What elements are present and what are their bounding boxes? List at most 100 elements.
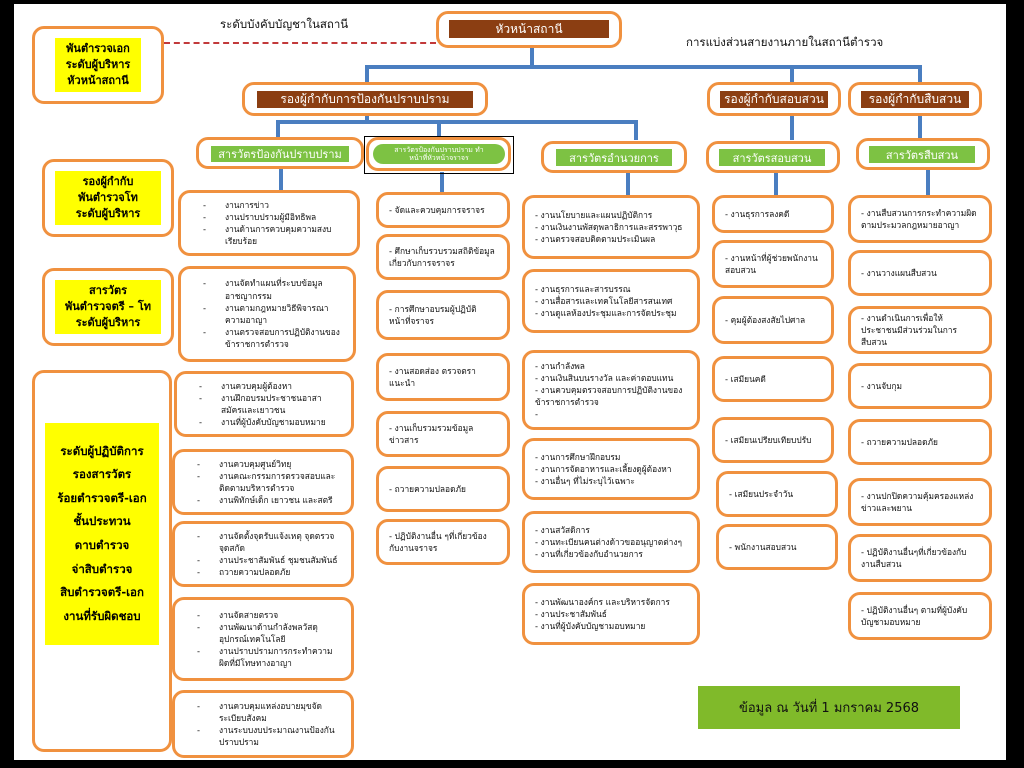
date-note: ข้อมูล ณ วันที่ 1 มกราคม 2568 [738,701,920,716]
task-item: งานตรวจสอบการปฏิบัติงานของข้าราชการตำรวจ [191,326,343,350]
task-item: - งานอื่นๆ ที่ไม่ระบุไว้เฉพาะ [535,476,635,487]
task-item: งานพิทักษ์เด็ก เยาวชน และสตรี [185,494,341,506]
task-box: - เสมียนคดี [712,356,834,402]
task-item: - จัดและควบคุมการจราจร [389,204,485,215]
connector [279,168,283,192]
task-item: - งานเงินงานพัสดุพลาธิการและสรรพาวุธ [535,221,683,232]
task-box: - เสมียนเปรียบเทียบปรับ [712,417,834,463]
task-item: - งานควบคุมตรวจสอบการปฏิบัติงานของข้าราช… [535,384,683,408]
task-item: - ปฏิบัติงานอื่นๆที่เกี่ยวข้องกับงานสืบส… [861,546,967,569]
task-item: - งานการจัดอาหารและเลี้ยงดูผู้ต้องหา [535,463,672,474]
task-box: - จัดและควบคุมการจราจร [376,192,510,228]
task-item: - คุมผู้ต้องสงสัยไปศาล [725,314,806,325]
task-box: - การศึกษาอบรมผู้ปฏิบัติหน้าที่จราจร [376,290,510,340]
task-box: งานจัดตั้งจุดรับแจ้งเหตุ จุดตรวจ จุดสกัด… [172,521,354,587]
legend-operator: ระดับผู้ปฏิบัติการ รองสารวัตร ร้อยตำรวจต… [45,423,159,645]
task-box: - คุมผู้ต้องสงสัยไปศาล [712,296,834,344]
connector [926,168,930,196]
task-box: - งานสืบสวนการกระทำความผิดตามประมวลกฎหมา… [848,195,992,243]
inspector-traffic: สารวัตรป้องกันปราบปราม ทำหน้าที่หัวหน้าจ… [373,144,505,164]
task-item: งานพัฒนาด้านกำลังพลวัสดุอุปกรณ์เทคโนโลยี [185,621,341,645]
task-item: - งานวางแผนสืบสวน [861,267,937,278]
task-item: - งานเก็บรวมรวมข้อมูลข่าวสาร [389,422,474,445]
task-box: - งานจับกุม [848,363,992,409]
legend-box-inspector: สารวัตร พันตำรวจตรี – โท ระดับผู้บริหาร [42,268,174,346]
task-item: - ปฏิบัติงานอื่นๆ ตามที่ผู้บังคับบัญชามอ… [861,604,968,627]
inspector-inquiry: สารวัตรสอบสวน [719,149,825,166]
task-item: - งานธุรการและสารบรรณ [535,283,631,294]
deputy-investigation: รองผู้กำกับสืบสวน [861,91,969,108]
legend-deputy: รองผู้กำกับ พันตำรวจโท ระดับผู้บริหาร [55,171,161,225]
inspector-frame-traffic [364,136,514,174]
division-label: การแบ่งส่วนสายงานภายในสถานีตำรวจ [686,35,884,49]
inspector-box-traffic: สารวัตรป้องกันปราบปราม ทำหน้าที่หัวหน้าจ… [366,137,511,171]
task-box: - ปฏิบัติงานอื่นๆ ตามที่ผู้บังคับบัญชามอ… [848,592,992,640]
connector [365,65,369,87]
inspector-box-admin: สารวัตรอำนวยการ [541,141,687,173]
task-box: - งานการศึกษาฝึกอบรม - งานการจัดอาหารและ… [522,438,700,500]
command-dashed-line [164,42,436,44]
task-item: งานการข่าว [191,199,347,211]
task-item: งานจัดตั้งจุดรับแจ้งเหตุ จุดตรวจ จุดสกัด [185,530,341,554]
inspector-box-inquiry: สารวัตรสอบสวน [706,141,840,173]
task-item: - งานสวัสดิการ [535,524,590,535]
task-item: - งานทะเบียนคนต่างด้าวขออนุญาตต่างๆ [535,536,682,547]
legend-box-deputy: รองผู้กำกับ พันตำรวจโท ระดับผู้บริหาร [42,159,174,237]
task-item: - งานประชาสัมพันธ์ [535,608,607,619]
connector [365,65,922,69]
task-item: - งานที่ผู้บังคับบัญชามอบหมาย [535,621,646,632]
task-item: - งานตรวจสอบติดตามประเมินผล [535,234,656,245]
deputy-inquiry: รองผู้กำกับสอบสวน [720,91,828,108]
task-item: - เสมียนคดี [725,373,766,384]
task-box: - งานสอดส่อง ตรวจตรา แนะนำ [376,353,510,401]
inspector-admin: สารวัตรอำนวยการ [556,149,672,166]
task-box: - งานนโยบายและแผนปฏิบัติการ - งานเงินงาน… [522,195,700,259]
task-box: งานควบคุมศูนย์วิทยุ งานคณะกรรมการตรวจสอบ… [172,449,354,515]
task-item: - งานดำเนินการเพื่อให้ประชาชนมีส่วนร่วมใ… [861,312,957,348]
legend-inspector: สารวัตร พันตำรวจตรี – โท ระดับผู้บริหาร [55,280,161,334]
task-item: - พนักงานสอบสวน [729,541,797,552]
task-item: งานจัดสายตรวจ [185,609,341,621]
connector [365,112,369,122]
date-note-banner: ข้อมูล ณ วันที่ 1 มกราคม 2568 [698,686,960,729]
connector [276,120,280,140]
task-item: - การศึกษาอบรมผู้ปฏิบัติหน้าที่จราจร [389,303,477,326]
task-box: - งานหน้าที่ผู้ช่วยพนักงานสอบสวน [712,240,834,288]
task-item: ถวายความปลอดภัย [185,566,341,578]
task-item: - ศึกษาเก็บรวบรวมสถิติข้อมูลเกี่ยวกับการ… [389,245,495,268]
task-box: - ถวายความปลอดภัย [376,466,510,512]
task-item: งานปราบปรามการกระทำความผิดที่มีโทษทางอาญ… [185,645,341,669]
task-box: - งานดำเนินการเพื่อให้ประชาชนมีส่วนร่วมใ… [848,306,992,354]
task-item: - งานปกปิดความคุ้มครองแหล่งข่าวและพยาน [861,490,974,513]
task-box: งานจัดทำแผนที่ระบบข้อมูลอาชญากรรม งานตาม… [178,266,356,362]
task-item: - งานหน้าที่ผู้ช่วยพนักงานสอบสวน [725,252,818,275]
deputy-prevention: รองผู้กำกับการป้องกันปราบปราม [257,91,473,108]
task-item: งานที่ผู้บังคับบัญชามอบหมาย [187,416,341,428]
task-box: - งานเก็บรวมรวมข้อมูลข่าวสาร [376,411,510,457]
connector [634,120,638,140]
task-box: - งานกำลังพล - งานเงินสินบนรางวัล และค่า… [522,350,700,430]
task-item: งานระบบงบประมาณงานป้องกันปราบปราม [185,724,341,748]
station-head-box: หัวหน้าสถานี [436,11,622,48]
task-box: งานการข่าว งานปราบปรามผู้มีอิทธิพล งานด้… [178,190,360,256]
task-item: - เสมียนเปรียบเทียบปรับ [725,434,812,445]
task-item: งานปราบปรามผู้มีอิทธิพล [191,211,347,223]
task-item: - ถวายความปลอดภัย [389,483,466,494]
task-item: งานคณะกรรมการตรวจสอบและติดตามบริหารตำรวจ [185,470,341,494]
deputy-box-prevention: รองผู้กำกับการป้องกันปราบปราม [242,82,488,116]
task-box: - ถวายความปลอดภัย [848,419,992,465]
connector [918,112,922,140]
station-head: หัวหน้าสถานี [449,20,609,38]
connector [790,112,794,140]
task-item: - เสมียนประจำวัน [729,488,794,499]
legend-box-superintendent: พันตำรวจเอก ระดับผู้บริหาร หัวหน้าสถานี [32,26,164,104]
deputy-box-inquiry: รองผู้กำกับสอบสวน [707,82,841,116]
connector [437,120,441,140]
task-item: งานประชาสัมพันธ์ ชุมชนสัมพันธ์ [185,554,341,566]
task-box: - เสมียนประจำวัน [716,471,838,517]
task-item: งานควบคุมผู้ต้องหา [187,380,341,392]
task-item: - งานสืบสวนการกระทำความผิดตามประมวลกฎหมา… [861,207,977,230]
task-box: - ปฏิบัติงานอื่น ๆที่เกี่ยวข้องกับงานจรา… [376,519,510,565]
task-item: - งานดูแลห้องประชุมและการจัดประชุม [535,308,677,319]
task-item: งานควบคุมศูนย์วิทยุ [185,458,341,470]
